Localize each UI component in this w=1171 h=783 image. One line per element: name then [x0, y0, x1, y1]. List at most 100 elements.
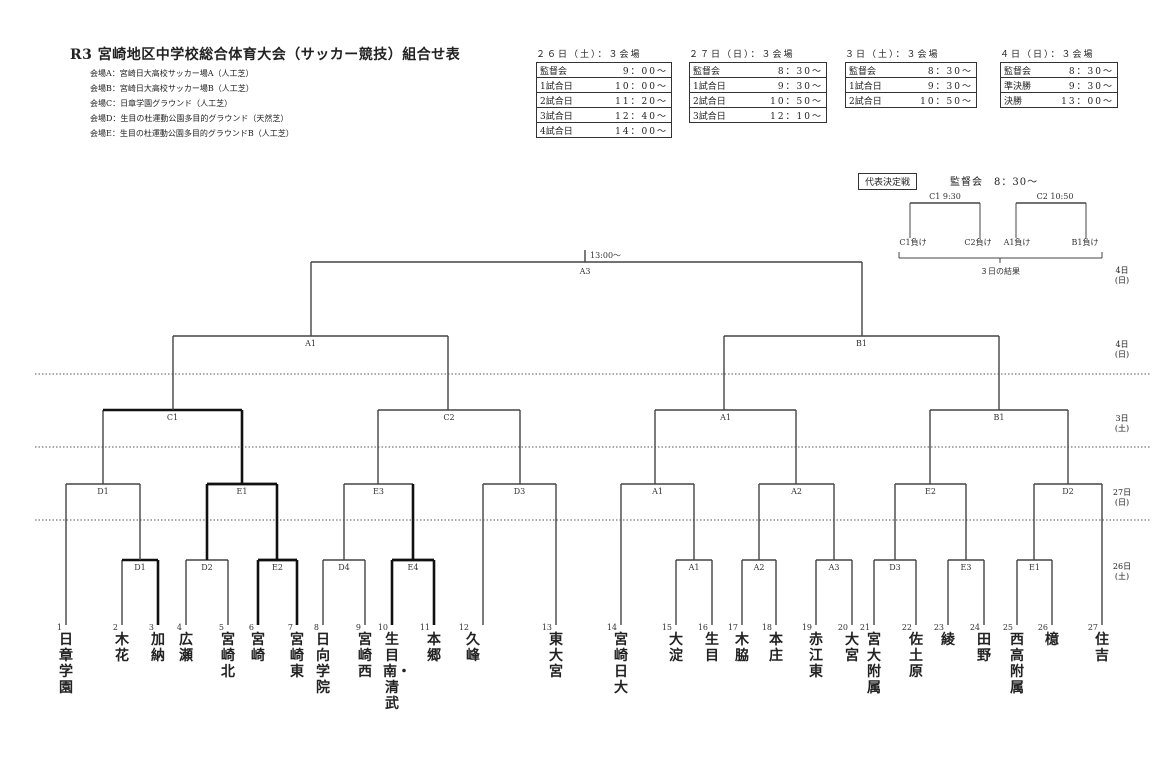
day-label-weekday: (日) [1114, 498, 1130, 507]
schedule-day-header: ２７日（日）：３会場 [689, 50, 795, 60]
schedule-slot-name: 2試合日 [849, 96, 882, 107]
schedule-slot-time: 8：30～ [777, 66, 823, 77]
match-label: B1 [994, 413, 1005, 422]
team-number: 17 [728, 623, 738, 632]
match-label: C2 [443, 413, 454, 422]
match-label: A1 [651, 487, 663, 496]
team-number: 19 [802, 623, 812, 632]
venue-item: 会場A：宮崎日大高校サッカー場A（人工芝） [90, 69, 254, 78]
team-number: 10 [378, 623, 388, 632]
schedule-day-header: ４日（日）：３会場 [1000, 50, 1095, 60]
page-title: R3 宮崎地区中学校総合体育大会（サッカー競技）組合せ表 [70, 47, 461, 63]
match-label: A1 [688, 563, 700, 572]
match-label: A3 [828, 563, 840, 572]
schedule-slot-name: 1試合日 [693, 81, 726, 92]
day-label: 4日(日) [1110, 340, 1134, 360]
team-number: 13 [542, 623, 552, 632]
schedule-slot-time: 8：30～ [927, 66, 973, 77]
venue-item: 会場C：日章学園グラウンド（人工芝） [90, 99, 233, 108]
team-number: 9 [356, 623, 361, 632]
team-number: 18 [762, 623, 772, 632]
team-name: 加納 [151, 632, 165, 664]
day-label-weekday: (土) [1114, 424, 1130, 433]
team-name: 大宮 [845, 632, 859, 664]
schedule-slot-name: 監督会 [1004, 66, 1032, 77]
match-label: E4 [408, 563, 419, 572]
match-label: D3 [889, 563, 901, 572]
team-name: 赤江東 [809, 632, 823, 680]
team-name: 宮崎 [251, 632, 265, 664]
team-number: 26 [1038, 623, 1048, 632]
schedule-day-header: ３日（土）：３会場 [845, 50, 940, 60]
team-name: 広瀬 [179, 632, 193, 664]
match-label: D4 [338, 563, 350, 572]
venue-list: 会場A：宮崎日大高校サッカー場A（人工芝） 会場B：宮崎日大高校サッカー場B（人… [90, 66, 294, 141]
match-label: E2 [925, 487, 936, 496]
day-label: 3日(土) [1110, 414, 1134, 434]
team-number: 7 [288, 623, 293, 632]
match-label: E1 [237, 487, 248, 496]
match-label: D2 [201, 563, 213, 572]
schedule-slot-time: 10：50～ [920, 96, 973, 107]
match-label: A2 [753, 563, 765, 572]
schedule-slot-time: 10：50～ [770, 96, 823, 107]
representative-label: 代表決定戦 [858, 173, 918, 190]
match-label: D1 [134, 563, 146, 572]
day-label-weekday: (日) [1114, 350, 1130, 359]
team-name: 宮崎日大 [614, 632, 628, 696]
team-number: 14 [607, 623, 617, 632]
team-name: 日向学院 [316, 632, 330, 696]
day-label-date: 3日 [1115, 414, 1129, 423]
schedule-slot-name: 2試合日 [540, 96, 573, 107]
representative-c1-time: C1 9:30 [929, 192, 961, 201]
representative-meeting-time: 監督会 8：30～ [950, 177, 1039, 188]
schedule-slot-time: 12：40～ [615, 111, 668, 122]
day-label-weekday: (土) [1114, 572, 1130, 581]
day-label: 4日(日) [1110, 266, 1134, 286]
team-number: 24 [970, 623, 980, 632]
team-name: 久峰 [466, 632, 480, 664]
representative-c1-lose: C1負け [899, 237, 926, 247]
schedule-row: 4試合日 14：00～ [536, 122, 672, 138]
schedule-slot-name: 4試合日 [540, 126, 573, 137]
team-name: 西高附属 [1010, 632, 1024, 696]
match-label: C1 [167, 413, 178, 422]
schedule-cell: 2試合日 10：50～ [845, 92, 977, 108]
team-number: 2 [113, 623, 118, 632]
schedule-slot-name: 監督会 [849, 66, 877, 77]
schedule-slot-name: 1試合日 [849, 81, 882, 92]
schedule-slot-name: 監督会 [693, 66, 721, 77]
team-name: 宮崎東 [290, 632, 304, 680]
match-label: A1 [304, 339, 316, 348]
schedule-slot-time: 8：30～ [1068, 66, 1114, 77]
match-label: D1 [97, 487, 109, 496]
day-label-date: 4日 [1115, 266, 1129, 275]
match-label: A2 [790, 487, 802, 496]
team-name: 田野 [977, 632, 991, 664]
team-number: 5 [219, 623, 224, 632]
team-number: 12 [459, 623, 469, 632]
day-label-weekday: (日) [1114, 276, 1130, 285]
team-name: 日章学園 [59, 632, 73, 696]
team-number: 15 [662, 623, 672, 632]
team-number: 20 [838, 623, 848, 632]
team-name: 住吉 [1095, 632, 1109, 664]
schedule-slot-name: 3試合日 [540, 111, 573, 122]
day-label-date: 27日 [1112, 488, 1132, 497]
team-name: 本庄 [769, 632, 783, 664]
schedule-slot-time: 10：00～ [615, 81, 668, 92]
team-name: 木脇 [735, 632, 749, 664]
team-name: 宮大附属 [867, 632, 881, 696]
schedule-slot-time: 9：30～ [777, 81, 823, 92]
venue-item: 会場B：宮崎日大高校サッカー場B（人工芝） [90, 84, 254, 93]
team-name: 檍 [1045, 632, 1059, 648]
schedule-slot-time: 14：00～ [615, 126, 668, 137]
